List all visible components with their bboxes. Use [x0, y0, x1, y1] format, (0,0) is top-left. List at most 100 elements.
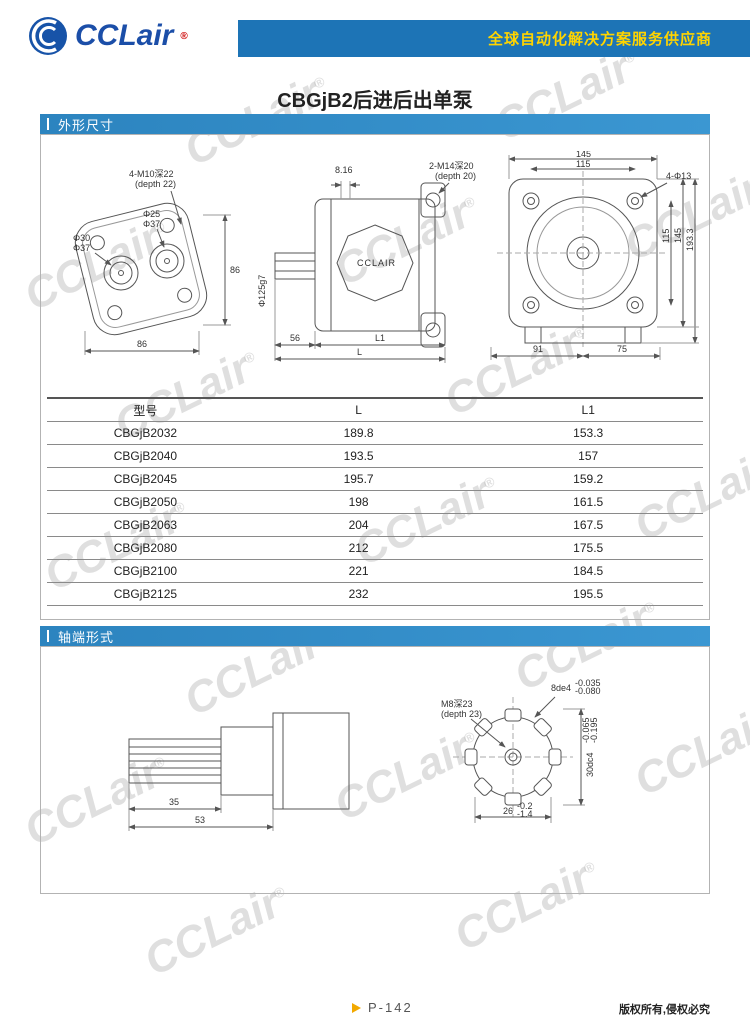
model-cell: CBGjB2040	[47, 444, 244, 468]
table-row: CBGjB2045 195.7 159.2	[47, 467, 703, 491]
copyright-notice: 版权所有,侵权必究	[618, 1004, 710, 1016]
od-tol-upper: -0.065	[581, 717, 591, 743]
dim-193-label: 193.3	[685, 228, 695, 251]
table-row: CBGjB2125 232 195.5	[47, 582, 703, 606]
dim-53-label: 53	[195, 815, 205, 825]
dia-left-inner-label: Φ37	[73, 243, 90, 253]
bolt-callout: 4-M10深22	[129, 169, 174, 179]
l-cell: 189.8	[243, 421, 474, 445]
dim-height-label: 86	[230, 265, 240, 275]
table-row: CBGjB2032 189.8 153.3	[47, 421, 703, 445]
dim-75-label: 75	[617, 344, 627, 354]
l1-cell: 153.3	[473, 421, 703, 445]
front-flange-geometry	[74, 190, 231, 355]
side-body-geometry	[274, 181, 450, 363]
shaft-end-frame: 35 53	[40, 646, 710, 894]
dim-56-label: 56	[290, 333, 300, 343]
bolt-callout: 4-Φ13	[666, 171, 691, 181]
table-row: CBGjB2050 198 161.5	[47, 490, 703, 514]
triangle-icon	[352, 1002, 361, 1013]
port-callout: 2-M14深20	[429, 161, 474, 171]
spline-tol-lower: -0.080	[575, 686, 601, 696]
col-header-l1: L1	[473, 397, 703, 422]
dim-l-label: L	[357, 347, 362, 357]
table-row: CBGjB2063 204 167.5	[47, 513, 703, 537]
l1-cell: 175.5	[473, 536, 703, 560]
col-header-l: L	[243, 397, 474, 422]
table-header-row: 型号 L L1	[47, 397, 703, 422]
l1-cell: 159.2	[473, 467, 703, 491]
pilot-dia-label: Φ125g7	[257, 275, 267, 307]
dim-width-label: 86	[137, 339, 147, 349]
page-title: CBGjB2后进后出单泵	[277, 90, 473, 112]
l-cell: 195.7	[243, 467, 474, 491]
dia-right-outer-label: Φ25	[143, 209, 160, 219]
side-view-labels: 8.16 2-M14深20 (depth 20) Φ125g7 CCLAIR 5…	[257, 161, 476, 357]
l-cell: 204	[243, 513, 474, 537]
dia-right-inner-label: Φ37	[143, 219, 160, 229]
outline-dimensions-frame: 4-M10深22 (depth 22) Φ30 Φ37 Φ25 Φ37 86 8…	[40, 134, 710, 620]
l1-cell: 195.5	[473, 582, 703, 606]
dim-step-label: 8.16	[335, 165, 353, 175]
model-cell: CBGjB2050	[47, 490, 244, 514]
l1-cell: 157	[473, 444, 703, 468]
l1-cell: 161.5	[473, 490, 703, 514]
dim-115-right-label: 115	[661, 229, 671, 243]
dim-145-right-label: 145	[673, 228, 683, 243]
spline-labels: 8de4 -0.035 -0.080 M8深23 (depth 23) 30dc…	[441, 678, 601, 819]
dim-115-top-label: 115	[576, 159, 590, 169]
table-row: CBGjB2080 212 175.5	[47, 536, 703, 560]
thread-depth-label: (depth 23)	[441, 709, 482, 719]
section-header-outline: 外形尺寸	[40, 114, 710, 134]
pump-brand-text: CCLAIR	[357, 258, 396, 268]
bolt-depth-label: (depth 22)	[135, 179, 176, 189]
table-row: CBGjB2100 221 184.5	[47, 559, 703, 583]
dim-26-label: 26	[503, 806, 513, 816]
thread-callout: M8深23	[441, 699, 473, 709]
company-tagline: 全球自动化解决方案服务供应商	[487, 31, 712, 48]
logo-icon	[29, 17, 67, 55]
l-cell: 193.5	[243, 444, 474, 468]
drawing-shaft-side: 35 53	[128, 712, 350, 831]
header-blue-bar: 全球自动化解决方案服务供应商	[238, 20, 750, 57]
page-number-text: P-142	[368, 1000, 413, 1015]
company-logo: CCLair ®	[28, 16, 188, 56]
l-cell: 221	[243, 559, 474, 583]
col-header-model: 型号	[47, 397, 244, 422]
spline-callout: 8de4	[551, 683, 571, 693]
spline-geometry	[453, 696, 585, 823]
od-callout: 30dc4	[585, 752, 595, 777]
dim-l1-label: L1	[375, 333, 385, 343]
drawing-rear-view: 145 115 4-Φ13 115 145 193.3 91 75	[490, 151, 699, 360]
spline-tol-upper: -0.035	[575, 678, 601, 688]
l-cell: 198	[243, 490, 474, 514]
section-accent	[47, 118, 49, 130]
l1-cell: 184.5	[473, 559, 703, 583]
drawing-side-view: 8.16 2-M14深20 (depth 20) Φ125g7 CCLAIR 5…	[257, 161, 476, 363]
rear-flange-geometry	[490, 155, 699, 360]
brand-name: CCLair	[75, 19, 174, 52]
port-left	[103, 255, 139, 291]
dim-35-label: 35	[169, 797, 179, 807]
model-cell: CBGjB2125	[47, 582, 244, 606]
od-tol-lower: -0.195	[589, 717, 599, 743]
model-cell: CBGjB2045	[47, 467, 244, 491]
flat-tol-upper: -0.2	[517, 801, 533, 811]
section-accent	[47, 630, 49, 642]
table-row: CBGjB2040 193.5 157	[47, 444, 703, 468]
dimension-table: 型号 L L1 CBGjB2032 189.8 153.3 CBGjB2040 …	[47, 397, 703, 606]
drawing-shaft-section: 8de4 -0.035 -0.080 M8深23 (depth 23) 30dc…	[441, 678, 601, 823]
model-cell: CBGjB2080	[47, 536, 244, 560]
section-header-shaft: 轴端形式	[40, 626, 710, 646]
model-cell: CBGjB2032	[47, 421, 244, 445]
l-cell: 212	[243, 536, 474, 560]
footer-page-number: P-142	[352, 1000, 413, 1015]
shaft-side-labels: 35 53	[169, 797, 205, 825]
dim-145-top-label: 145	[576, 151, 591, 159]
section-title: 轴端形式	[58, 629, 115, 645]
port-right	[149, 243, 185, 279]
model-cell: CBGjB2063	[47, 513, 244, 537]
front-view-labels: 4-M10深22 (depth 22) Φ30 Φ37 Φ25 Φ37 86 8…	[73, 169, 240, 349]
port-depth-label: (depth 20)	[435, 171, 476, 181]
